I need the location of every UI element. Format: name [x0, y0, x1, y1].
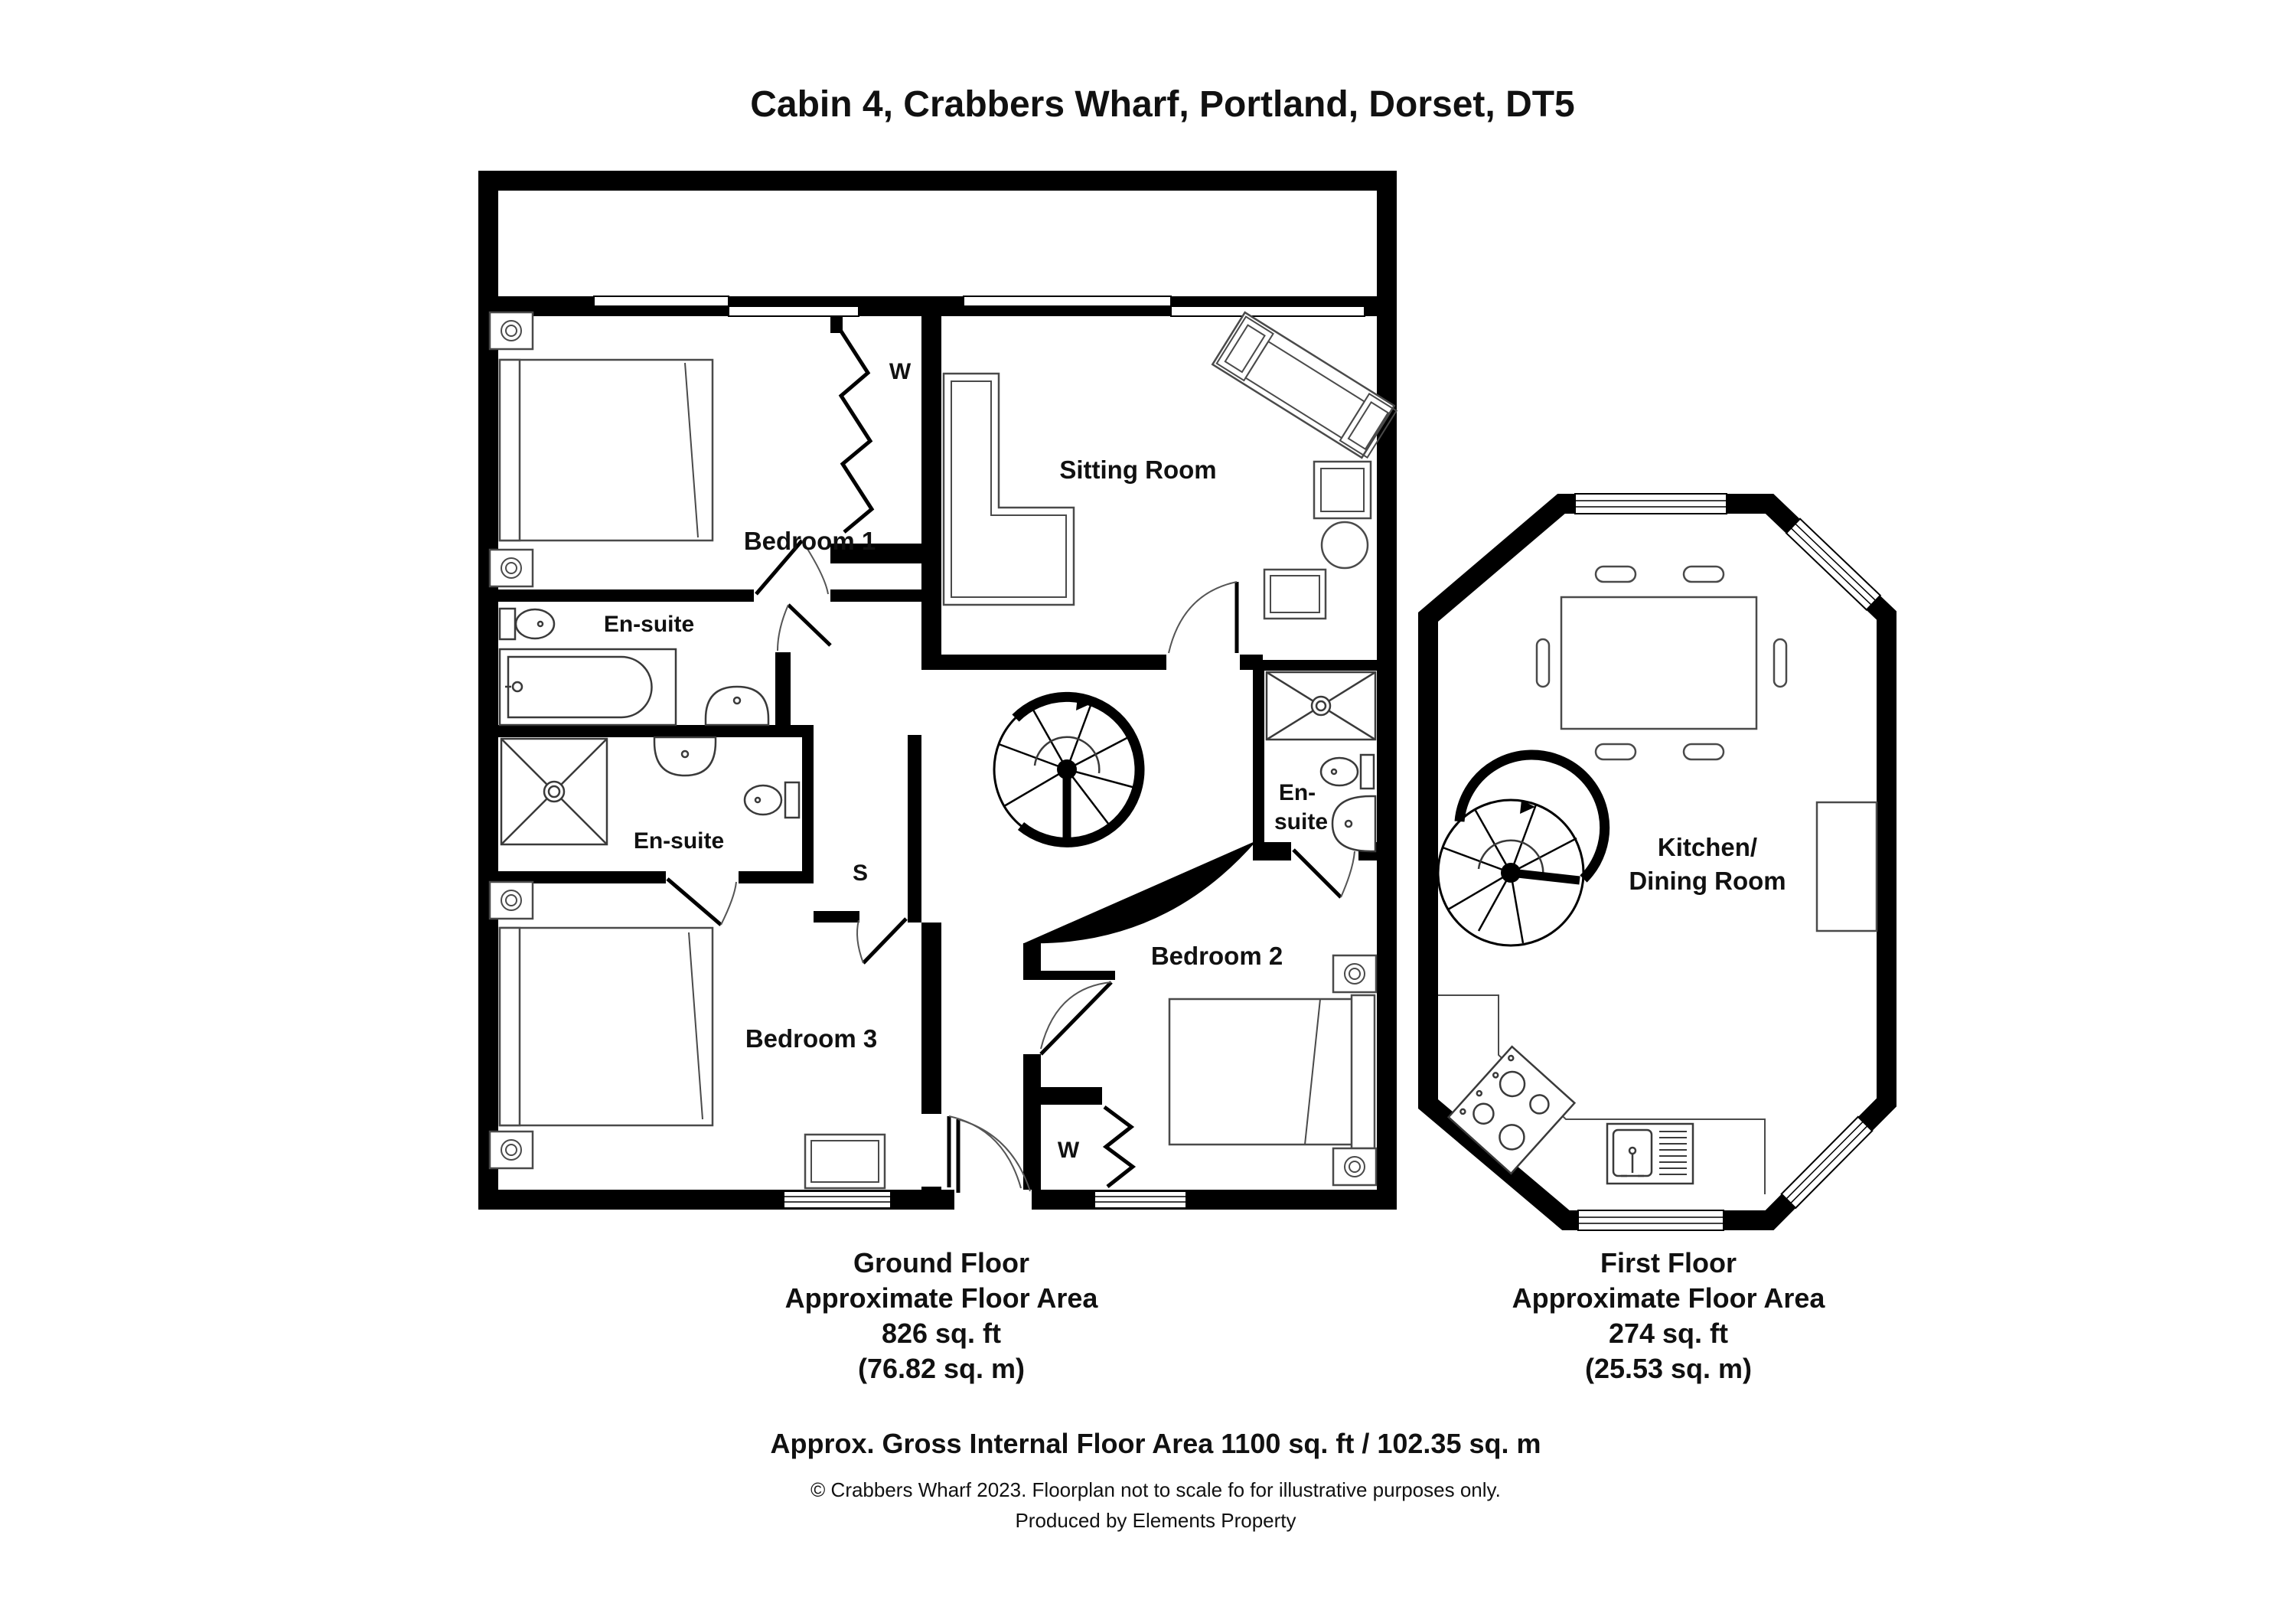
- label-wardrobe-top: W: [889, 359, 912, 384]
- kitchen-sink: [1606, 1122, 1694, 1185]
- kitchen-fixtures: [1438, 801, 1878, 1194]
- corner-sofa: [942, 372, 1075, 606]
- toilet: [1319, 753, 1375, 790]
- side-seat: [1263, 568, 1327, 620]
- first-floor-labels: Kitchen/ Dining Room: [1629, 833, 1786, 895]
- ground-floor-caption: Ground Floor Approximate Floor Area 826 …: [785, 1247, 1099, 1384]
- footer-gross-area: Approx. Gross Internal Floor Area 1100 s…: [770, 1428, 1541, 1459]
- shower: [500, 737, 608, 846]
- first-floor-windows: [1574, 493, 1882, 1231]
- label-kitchen-1: Kitchen/: [1658, 833, 1757, 861]
- label-storage: S: [853, 860, 868, 886]
- ground-floor-plan: Bedroom 1 Sitting Room En-suite En-suite…: [478, 171, 1398, 1210]
- ground-floor-labels: Bedroom 1 Sitting Room En-suite En-suite…: [604, 359, 1328, 1163]
- first-caption-line1: First Floor: [1600, 1247, 1737, 1278]
- shower: [1265, 671, 1377, 741]
- bed-bedroom2: [1168, 954, 1378, 1187]
- ensuite1-fixtures: [498, 607, 770, 727]
- ensuite2-fixtures: [500, 736, 801, 846]
- label-ensuite-right-2: suite: [1274, 809, 1328, 834]
- label-ensuite-mid: En-suite: [634, 828, 724, 854]
- first-floor-plan: Kitchen/ Dining Room: [1418, 493, 1896, 1231]
- wall-unit: [1815, 801, 1878, 932]
- armchair: [1313, 460, 1372, 520]
- sink: [704, 685, 770, 727]
- toilet: [743, 781, 801, 819]
- first-caption-line2: Approximate Floor Area: [1512, 1282, 1826, 1314]
- sink: [1331, 795, 1377, 853]
- label-bedroom2: Bedroom 2: [1151, 942, 1283, 970]
- ground-caption-line4: (76.82 sq. m): [858, 1353, 1025, 1384]
- label-bedroom1: Bedroom 1: [744, 527, 876, 555]
- spiral-staircase-first: [1437, 749, 1610, 947]
- first-floor-caption: First Floor Approximate Floor Area 274 s…: [1512, 1247, 1826, 1384]
- ground-interior-walls: [478, 296, 1377, 1190]
- label-kitchen-2: Dining Room: [1629, 867, 1786, 895]
- label-ensuite-right-1: En-: [1279, 780, 1316, 805]
- ground-doors-windows: [666, 326, 1355, 1210]
- first-caption-line3: 274 sq. ft: [1609, 1318, 1728, 1349]
- round-table: [1320, 521, 1369, 570]
- label-ensuite-top: En-suite: [604, 612, 694, 637]
- page-title: Cabin 4, Crabbers Wharf, Portland, Dorse…: [750, 84, 1575, 125]
- spiral-staircase-ground: [993, 691, 1145, 847]
- ground-caption-line2: Approximate Floor Area: [785, 1282, 1099, 1314]
- label-sitting-room: Sitting Room: [1059, 456, 1216, 484]
- bed-bedroom1: [488, 311, 714, 588]
- label-wardrobe-bottom: W: [1058, 1138, 1080, 1163]
- dining-table-set: [1535, 565, 1788, 761]
- chest: [804, 1133, 886, 1190]
- sink: [653, 736, 717, 777]
- ground-caption-line1: Ground Floor: [853, 1247, 1029, 1278]
- footer-produced-by: Produced by Elements Property: [1015, 1509, 1296, 1532]
- first-caption-line4: (25.53 sq. m): [1585, 1353, 1752, 1384]
- ground-caption-line3: 826 sq. ft: [882, 1318, 1001, 1349]
- toilet: [498, 607, 556, 641]
- hob: [1446, 1045, 1577, 1175]
- bed-bedroom3: [488, 880, 886, 1190]
- diagonal-sofa: [1211, 311, 1398, 459]
- bathtub: [498, 648, 677, 727]
- footer: Approx. Gross Internal Floor Area 1100 s…: [770, 1428, 1541, 1532]
- ensuite3-fixtures: [1265, 671, 1377, 853]
- sitting-room-furniture: [942, 311, 1398, 620]
- footer-copyright: © Crabbers Wharf 2023. Floorplan not to …: [810, 1478, 1501, 1501]
- label-bedroom3: Bedroom 3: [745, 1024, 877, 1053]
